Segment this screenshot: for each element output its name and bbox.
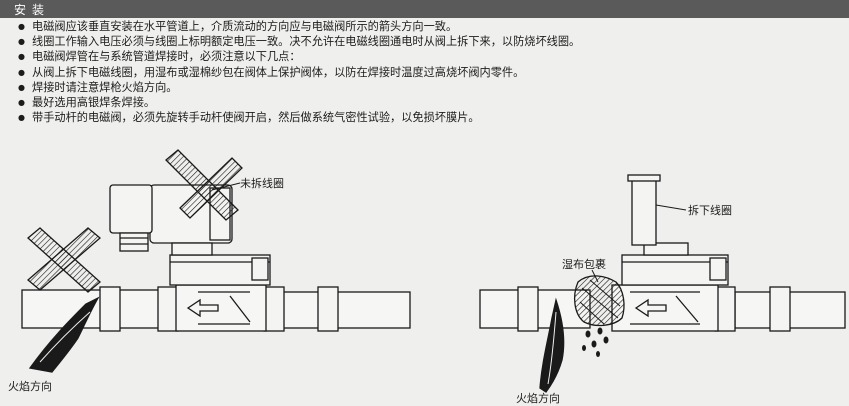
prohibited-cross-icon (26, 227, 102, 293)
wet-cloth-icon (573, 275, 625, 327)
note-item: 从阀上拆下电磁线圈，用湿布或湿棉纱包在阀体上保护阀体，以防在焊接时温度过高烧坏阀… (18, 65, 580, 80)
note-item: 电磁阀焊管在与系统管道焊接时，必须注意以下几点： (18, 49, 580, 64)
pipe-fitting (263, 286, 285, 332)
coil-label-left: 未拆线圈 (240, 177, 284, 190)
wet-cloth-label: 湿布包裹 (562, 258, 606, 271)
pipe-fitting (157, 286, 179, 332)
note-item: 最好选用高银焊条焊接。 (18, 95, 580, 110)
flow-arrow-icon (634, 298, 667, 318)
coil-removed-label: 拆下线圈 (688, 204, 732, 217)
left-figure (21, 149, 411, 373)
flow-arrow-icon (186, 298, 219, 318)
section-title: 安装 (14, 3, 51, 17)
prohibited-cross-icon (165, 149, 243, 221)
coil-connector (109, 184, 153, 234)
pipe-fitting (769, 286, 791, 332)
flame-icon (28, 296, 100, 373)
flame-icon (539, 297, 565, 393)
flame-direction-label-left: 火焰方向 (8, 380, 52, 393)
pipe-fitting (99, 286, 121, 332)
right-figure (479, 174, 846, 393)
pipe-fitting (317, 286, 339, 332)
pipe-fitting (517, 286, 539, 332)
note-item: 线圈工作输入电压必须与线圈上标明额定电压一致。决不允许在电磁线圈通电时从阀上拆下… (18, 34, 580, 49)
flame-direction-label-right: 火焰方向 (516, 392, 560, 405)
note-item: 电磁阀应该垂直安装在水平管道上，介质流动的方向应与电磁阀所示的箭头方向一致。 (18, 19, 580, 34)
pipe-right-segment (279, 291, 411, 329)
installation-notes: 电磁阀应该垂直安装在水平管道上，介质流动的方向应与电磁阀所示的箭头方向一致。 线… (18, 19, 580, 126)
coil-stem (631, 176, 657, 246)
note-item: 带手动杆的电磁阀，必须先旋转手动杆使阀开启，然后做系统气密性试验，以免损坏膜片。 (18, 110, 580, 125)
section-header-band (0, 0, 849, 18)
note-item: 焊接时请注意焊枪火焰方向。 (18, 80, 580, 95)
water-drops-icon (582, 327, 609, 357)
